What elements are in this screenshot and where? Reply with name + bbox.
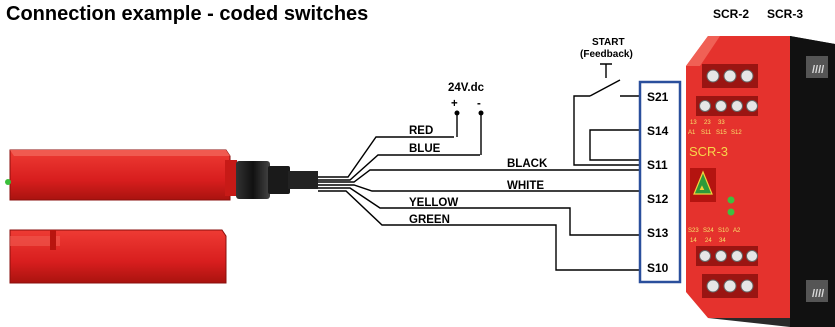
terminal-s13: S13 bbox=[647, 226, 669, 240]
terminal-s21: S21 bbox=[647, 90, 669, 104]
relay-bottom-label-24: 24 bbox=[705, 238, 712, 244]
relay-top-label-13: 13 bbox=[690, 120, 697, 126]
start-label: START bbox=[592, 37, 625, 48]
relay-model-name: SCR-3 bbox=[689, 144, 728, 159]
feedback-label: (Feedback) bbox=[580, 49, 633, 60]
relay-bottom-label-s10: S10 bbox=[718, 228, 729, 234]
module-label-scr3: SCR-3 bbox=[767, 7, 803, 21]
coded-actuator-body bbox=[9, 229, 227, 284]
safety-relay-scr3: //// //// 13 23 33 A1 S11 S15 S12 SCR-3 … bbox=[686, 36, 835, 327]
supply-label: 24V.dc bbox=[448, 82, 485, 94]
svg-text:////: //// bbox=[812, 288, 824, 300]
wire-label-blue: BLUE bbox=[409, 143, 441, 155]
relay-bottom-label-a2: A2 bbox=[733, 228, 741, 234]
module-label-scr2: SCR-2 bbox=[713, 7, 749, 21]
wire-label-green: GREEN bbox=[409, 214, 450, 226]
relay-bottom-label-s24: S24 bbox=[703, 228, 714, 234]
cable-fanout bbox=[318, 136, 640, 271]
terminal-s10: S10 bbox=[647, 261, 669, 275]
switch-led-indicator bbox=[5, 179, 11, 185]
svg-text:▲: ▲ bbox=[698, 183, 706, 192]
supply-24vdc: 24V.dc + - bbox=[448, 82, 485, 155]
wire-label-black: BLACK bbox=[507, 158, 548, 170]
supply-plus: + bbox=[451, 98, 458, 110]
svg-text:////: //// bbox=[812, 64, 824, 76]
supply-minus: - bbox=[477, 98, 481, 110]
terminal-block: S21 S14 S11 S12 S13 S10 bbox=[638, 80, 682, 284]
relay-top-label-s15: S15 bbox=[716, 130, 727, 136]
diagram-title: Connection example - coded switches bbox=[6, 3, 368, 25]
terminal-s12: S12 bbox=[647, 192, 669, 206]
relay-bottom-label-34: 34 bbox=[719, 238, 726, 244]
relay-bottom-label-s23: S23 bbox=[688, 228, 699, 234]
terminal-s14: S14 bbox=[647, 124, 669, 138]
relay-top-label-33: 33 bbox=[718, 120, 725, 126]
cable-gland bbox=[236, 161, 318, 199]
coded-switch-body bbox=[5, 149, 237, 201]
relay-bottom-label-14: 14 bbox=[690, 238, 697, 244]
relay-top-label-23: 23 bbox=[704, 120, 711, 126]
terminal-s11: S11 bbox=[647, 158, 668, 172]
relay-top-label-s12: S12 bbox=[731, 130, 742, 136]
relay-top-label-s11: S11 bbox=[701, 130, 712, 136]
wire-label-red: RED bbox=[409, 125, 433, 137]
wire-label-white: WHITE bbox=[507, 180, 544, 192]
wire-label-yellow: YELLOW bbox=[409, 197, 458, 209]
relay-top-label-a1: A1 bbox=[688, 130, 696, 136]
start-feedback-switch: START (Feedback) bbox=[573, 37, 640, 166]
